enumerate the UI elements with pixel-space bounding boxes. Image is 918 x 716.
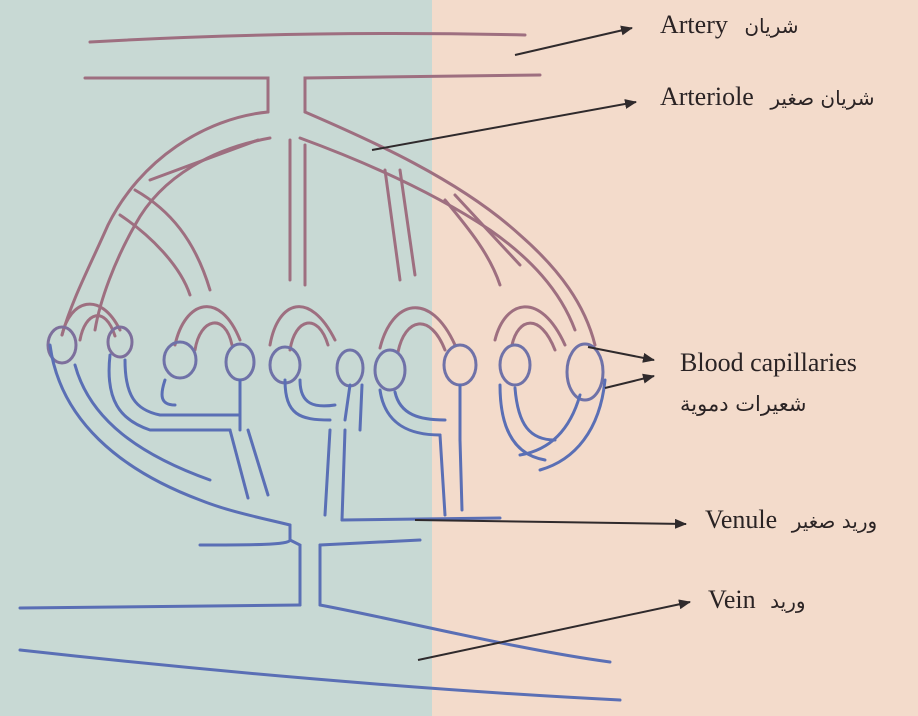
artery-vessel: [85, 34, 540, 112]
venule-label-ar: وريد صغير: [792, 509, 877, 533]
artery-label-en: Artery: [660, 10, 728, 39]
arteriole-label: Arteriole شريان صغير: [660, 82, 875, 112]
pointer-arrows: [372, 28, 690, 660]
arteriole-pointer-arrow: [372, 102, 636, 150]
arteriole-label-en: Arteriole: [660, 82, 754, 111]
capillaries-label-ar: شعيرات دموية: [680, 392, 806, 416]
vein-pointer-arrow: [418, 602, 690, 660]
artery-pointer-arrow: [515, 28, 632, 55]
capillaries-label-en: Blood capillaries: [680, 348, 857, 378]
vein-label-en: Vein: [708, 585, 756, 614]
arteriole-label-ar: شريان صغير: [770, 86, 874, 110]
vein-vessel: [20, 605, 620, 700]
vein-label: Vein وريد: [708, 585, 806, 615]
venule-pointer-arrow: [415, 520, 686, 524]
artery-label-ar: شريان: [744, 14, 798, 38]
vein-label-ar: وريد: [770, 589, 805, 613]
arteriole-network: [62, 112, 595, 352]
artery-label: Artery شريان: [660, 10, 799, 40]
capillaries-pointer-arrow-2: [605, 376, 654, 388]
venule-label-en: Venule: [705, 505, 777, 534]
venule-label: Venule وريد صغير: [705, 505, 877, 535]
